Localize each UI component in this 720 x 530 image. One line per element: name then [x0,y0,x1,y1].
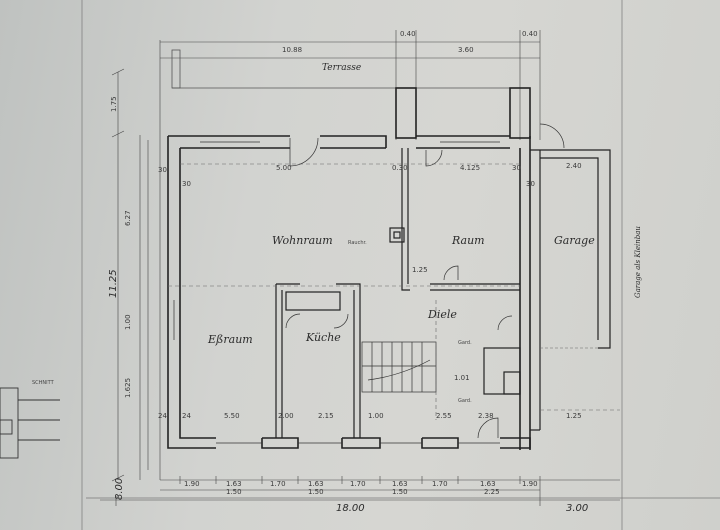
annotation-schnitt: SCHNITT [32,380,55,386]
dim-bottom-1: 1.63 [226,480,242,488]
dim-small-3: 24 [182,412,191,420]
dim-sub-0: 1.50 [226,488,242,496]
room-label-garage: Garage [554,234,595,247]
room-label-raum: Raum [451,234,485,247]
dim-sub-1: 1.50 [308,488,324,496]
dim-mid-0: 5.00 [276,164,292,172]
dim-top-1: 0.40 [400,30,416,38]
dim-small-0: 30 [158,166,167,174]
dim-upper-height: 1.75 [110,96,118,112]
bottom-dimension-lines [100,476,620,506]
dim-small-5: 30 [526,180,535,188]
dim-small-1: 30 [182,180,191,188]
dim-lower-1: 2.00 [278,412,294,420]
dim-small-2: 24 [158,412,167,420]
dim-lower-3: 1.00 [368,412,384,420]
dim-lower-5: 2.38 [478,412,494,420]
dim-top-0: 10.88 [282,46,302,54]
terrace-outline [171,49,520,89]
hidden-lines [168,163,620,420]
top-dimension-lines [160,30,541,140]
dim-lower-0: 5.50 [224,412,240,420]
interior-walls [275,148,521,438]
garage-walls [530,149,611,431]
dim-bottom-7: 1.63 [480,480,496,488]
dim-mid-3: 2.40 [566,162,582,170]
annotation-garderobe: Gard. [458,340,472,346]
dim-bottom-3: 1.63 [308,480,324,488]
dim-mid-2: 4.125 [460,164,480,172]
dim-lower-4: 2.55 [436,412,452,420]
dim-bottom-4: 1.70 [350,480,366,488]
dim-left-v-1: 1.00 [124,314,132,330]
dim-sub-3: 2.25 [484,488,500,496]
dim-bottom-0: 1.90 [184,480,200,488]
room-label-diele: Diele [427,308,457,321]
room-label-wohnraum: Wohnraum [272,234,333,247]
dim-mid-1: 0.30 [392,164,408,172]
dim-left-bottom: 8.00 [114,478,125,500]
dim-bottom-8: 1.90 [522,480,538,488]
staircase [361,341,437,393]
room-label-essraum: Eßraum [207,333,253,346]
dim-garage-width: 3.00 [566,503,588,514]
exterior-walls [167,87,531,450]
dim-sub-2: 1.50 [392,488,408,496]
dim-left-v-0: 6.27 [124,210,132,226]
dim-total-width: 18.00 [336,503,365,514]
dim-small-7: 1.01 [454,374,470,382]
dim-top-3: 0.40 [522,30,538,38]
room-label-terrasse: Terrasse [322,63,361,73]
dim-small-4: 30 [512,164,521,172]
windows [173,141,500,444]
annotation-garage-note: Garage als Kleinbau [634,226,642,298]
dim-small-6: 1.25 [412,266,428,274]
section-detail [0,387,60,459]
dim-lower-2: 2.15 [318,412,334,420]
dim-left-v-2: 1.625 [124,378,132,398]
annotation-garderobe-2: Gard. [458,398,472,404]
annotation-kamin: Rauchr. [348,240,367,246]
left-dimension-lines [111,40,161,482]
dim-small-8: 1.25 [566,412,582,420]
dim-bottom-5: 1.63 [392,480,408,488]
dim-bottom-2: 1.70 [270,480,286,488]
dim-bottom-6: 1.70 [432,480,448,488]
sheet-frame [81,0,720,530]
dim-top-2: 3.60 [458,46,474,54]
room-label-kueche: Küche [305,331,341,344]
dim-total-height: 11.25 [108,269,119,298]
door-swings [285,123,565,439]
